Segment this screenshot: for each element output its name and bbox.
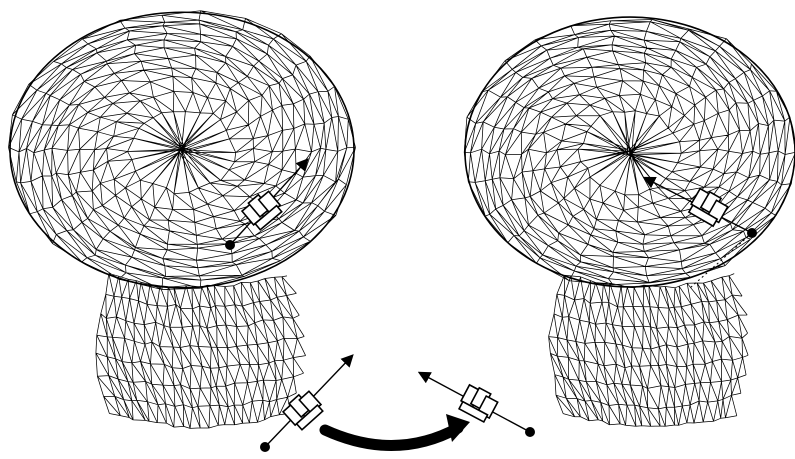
- bottom-right-endpoint: [525, 427, 535, 437]
- left-head-mesh: [9, 11, 356, 429]
- bottom-left-endpoint: [260, 442, 270, 452]
- bottom-right-tool: [420, 373, 535, 437]
- mesh-edges: [464, 20, 795, 427]
- right-head-mesh: [464, 17, 795, 426]
- right-tool-icon: [687, 187, 730, 228]
- right-probe-endpoint: [747, 228, 757, 238]
- left-probe-tool: [225, 160, 307, 250]
- curved-arrow-icon: [325, 414, 470, 446]
- mesh-edges: [9, 11, 356, 429]
- left-probe-endpoint: [225, 240, 235, 250]
- bottom-right-tool-icon: [457, 383, 499, 423]
